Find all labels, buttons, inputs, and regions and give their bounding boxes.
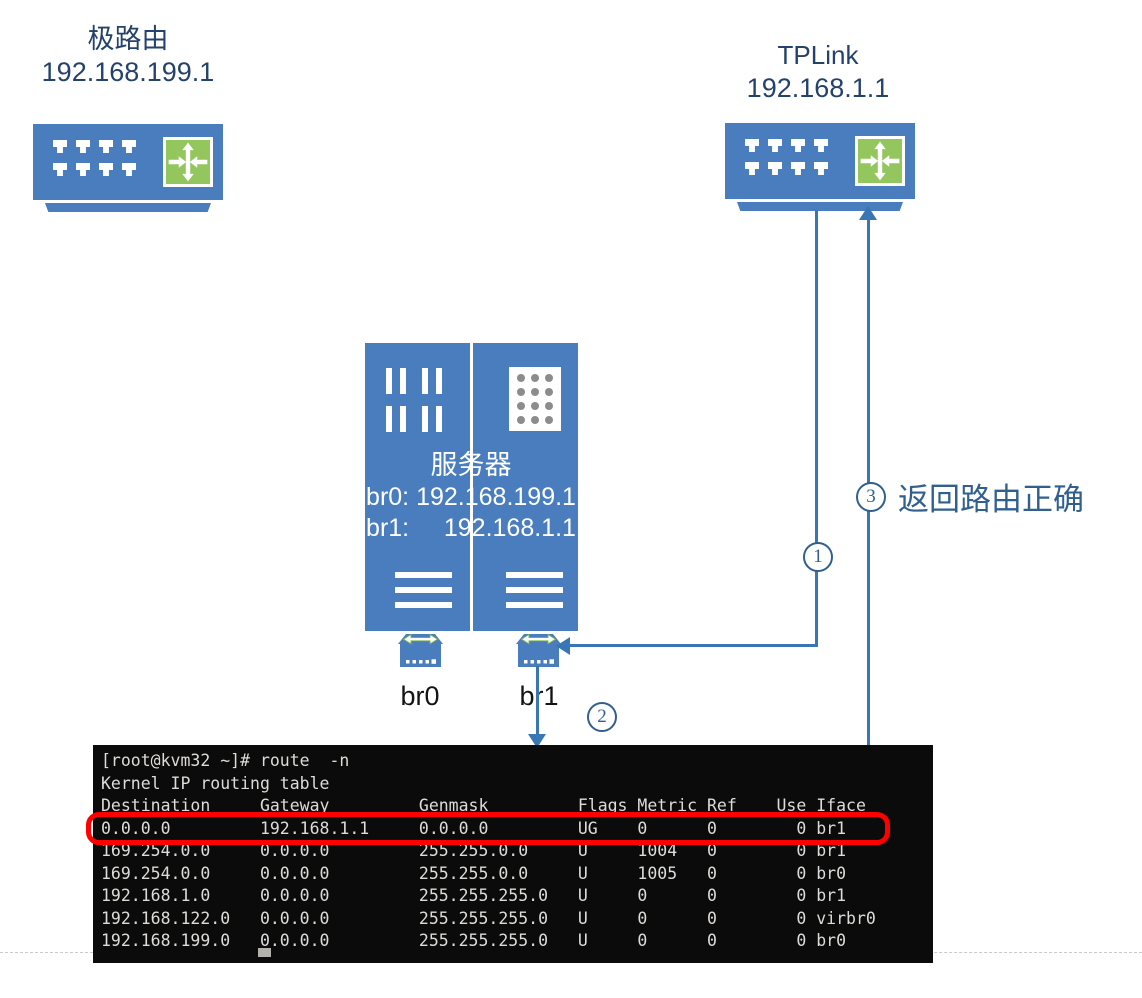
port-icon bbox=[53, 140, 67, 153]
port-icon bbox=[53, 163, 67, 176]
terminal-line: 192.168.1.0 0.0.0.0 255.255.255.0 U 0 0 … bbox=[101, 886, 847, 905]
router-left-label: 极路由 192.168.199.1 bbox=[28, 22, 228, 89]
port-icon bbox=[791, 139, 805, 152]
drive-bay-icon bbox=[395, 572, 452, 578]
step3-badge: 3 bbox=[856, 481, 886, 512]
drive-bay-icon bbox=[506, 602, 563, 608]
bridge-switch-icon-br1 bbox=[516, 633, 561, 673]
port-icon bbox=[791, 162, 805, 175]
arrow-step3-head bbox=[859, 206, 877, 220]
terminal-line: 169.254.0.0 0.0.0.0 255.255.0.0 U 1004 0… bbox=[101, 841, 847, 860]
port-icon bbox=[99, 140, 113, 153]
ethernet-ports-icon bbox=[53, 140, 136, 176]
routing-arrows-icon bbox=[855, 136, 905, 186]
router-right-label: TPLink 192.168.1.1 bbox=[718, 38, 918, 105]
terminal-line: Kernel IP routing table bbox=[101, 773, 330, 793]
terminal-line: 192.168.199.0 0.0.0.0 255.255.255.0 U 0 … bbox=[101, 931, 847, 950]
server-title: 服务器 bbox=[430, 450, 512, 480]
arrow-step2-head bbox=[528, 734, 546, 748]
router-base bbox=[737, 202, 903, 211]
terminal-line: 169.254.0.0 0.0.0.0 255.255.0.0 U 1005 0… bbox=[101, 863, 847, 883]
terminal-line: 0.0.0.0 192.168.1.1 0.0.0.0 UG 0 0 0 br1 bbox=[101, 818, 847, 838]
arrow-step2-vertical bbox=[536, 666, 539, 736]
router-left-icon bbox=[33, 124, 223, 220]
router-right-ip: 192.168.1.1 bbox=[746, 73, 890, 103]
router-right-name: TPLink bbox=[777, 40, 859, 70]
terminal-line: 192.168.122.0 0.0.0.0 255.255.255.0 U 0 … bbox=[101, 908, 876, 928]
route-highlight-box bbox=[86, 812, 890, 845]
bridge-label-br1: br1 bbox=[519, 681, 559, 711]
server-br0-address: br0: 192.168.199.1 bbox=[366, 483, 576, 511]
port-icon bbox=[745, 162, 759, 175]
port-icon bbox=[76, 163, 90, 176]
port-icon bbox=[768, 162, 782, 175]
terminal-line: Destination Gateway Genmask Flags Metric… bbox=[101, 796, 866, 815]
port-icon bbox=[122, 163, 136, 176]
port-icon bbox=[814, 139, 828, 152]
server-br1-address: br1: 192.168.1.1 bbox=[366, 514, 576, 542]
server-dots-icon bbox=[509, 367, 561, 431]
terminal-line: [root@kvm32 ~]# route -n bbox=[101, 751, 350, 770]
port-icon bbox=[814, 162, 828, 175]
port-icon bbox=[76, 140, 90, 153]
arrow-step1-head bbox=[556, 637, 570, 655]
server-tower-left bbox=[365, 343, 470, 631]
router-right-icon bbox=[725, 123, 915, 219]
drive-bay-icon bbox=[506, 572, 563, 578]
bridge-switch-icon-br0 bbox=[398, 633, 443, 673]
drive-bay-icon bbox=[506, 587, 563, 593]
terminal-cursor bbox=[258, 948, 271, 957]
port-icon bbox=[99, 163, 113, 176]
server-text: 服务器 br0: 192.168.199.1 br1: 192.168.1.1 bbox=[363, 448, 579, 544]
port-icon bbox=[768, 139, 782, 152]
router-base bbox=[45, 203, 211, 212]
port-icon bbox=[122, 140, 136, 153]
port-icon bbox=[745, 139, 759, 152]
step1-badge: 1 bbox=[803, 542, 833, 572]
step2-badge: 2 bbox=[587, 702, 617, 732]
router-left-ip: 192.168.199.1 bbox=[41, 57, 215, 87]
bridge-label-br0: br0 bbox=[400, 681, 440, 711]
arrow-step1-horizontal bbox=[569, 644, 818, 647]
routing-arrows-icon bbox=[163, 137, 213, 187]
drive-bay-icon bbox=[395, 587, 452, 593]
ethernet-ports-icon bbox=[745, 139, 828, 175]
step3-label: 返回路由正确 bbox=[898, 482, 1084, 517]
arrow-step1-vertical bbox=[815, 210, 818, 647]
terminal-window: [root@kvm32 ~]# route -n Kernel IP routi… bbox=[93, 745, 933, 963]
drive-bay-icon bbox=[395, 602, 452, 608]
router-left-name: 极路由 bbox=[87, 24, 169, 54]
server-tower-right bbox=[473, 343, 578, 631]
step3-annotation: 3 返回路由正确 bbox=[856, 474, 1084, 519]
